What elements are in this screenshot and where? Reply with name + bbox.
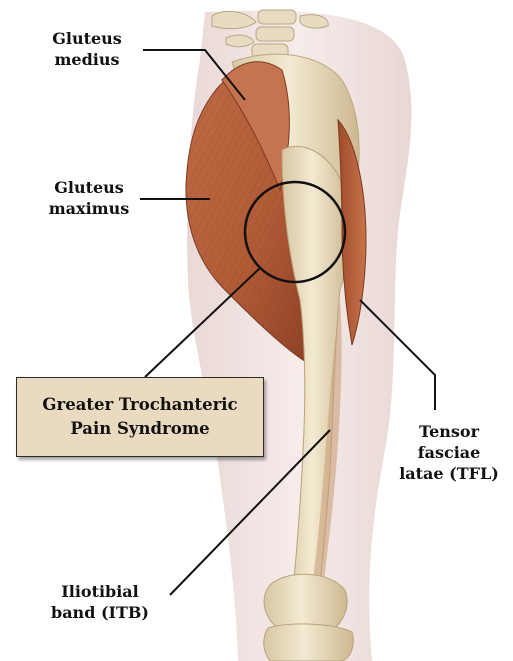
gtps-callout-line1: Greater Trochanteric: [42, 393, 237, 417]
label-gluteus-medius: Gluteus medius: [42, 28, 132, 70]
knee-joint: [264, 574, 354, 661]
label-tfl-line3: latae (TFL): [390, 463, 508, 484]
label-itb: Iliotibial band (ITB): [42, 581, 158, 623]
label-gluteus-maximus-line2: maximus: [40, 198, 138, 219]
label-tfl-line2: fasciae: [390, 442, 508, 463]
gtps-callout-line2: Pain Syndrome: [70, 417, 209, 441]
label-gluteus-medius-line1: Gluteus: [42, 28, 132, 49]
label-gluteus-medius-line2: medius: [42, 49, 132, 70]
gtps-callout-box: Greater Trochanteric Pain Syndrome: [16, 377, 264, 457]
label-tfl-line1: Tensor: [390, 421, 508, 442]
label-itb-line2: band (ITB): [42, 602, 158, 623]
label-itb-line1: Iliotibial: [42, 581, 158, 602]
label-tfl: Tensor fasciae latae (TFL): [390, 421, 508, 484]
label-gluteus-maximus: Gluteus maximus: [40, 177, 138, 219]
label-gluteus-maximus-line1: Gluteus: [40, 177, 138, 198]
